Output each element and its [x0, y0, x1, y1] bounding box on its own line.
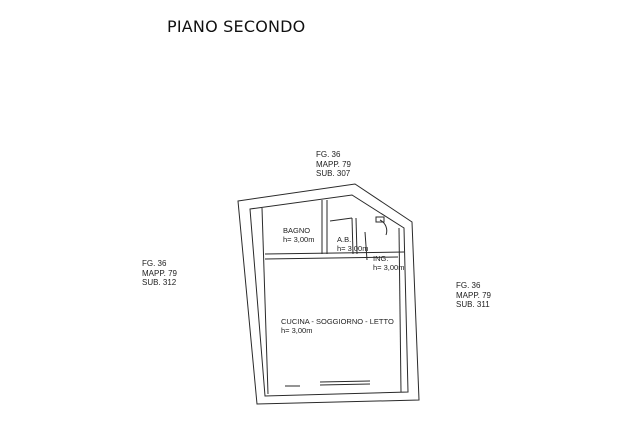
room-cucina: CUCINA - SOGGIORNO - LETTO h= 3,00m	[281, 317, 394, 335]
wall-ab-east-1	[351, 217, 354, 255]
wall-horizontal-top	[264, 251, 405, 255]
room-ing-name: ING.	[373, 254, 389, 263]
neighbor-north: FG. 36 MAPP. 79 SUB. 307	[316, 150, 351, 179]
room-ing: ING. h= 3,00m	[373, 254, 404, 272]
neighbor-east-sub: SUB. 311	[456, 300, 490, 309]
room-ab-height: h= 3,00m	[337, 244, 369, 253]
wall-ing-east	[398, 227, 402, 393]
neighbor-west-fg: FG. 36	[142, 259, 167, 268]
neighbor-west: FG. 36 MAPP. 79 SUB. 312	[142, 259, 177, 288]
room-ing-height: h= 3,00m	[373, 263, 405, 272]
wall-horizontal-bottom	[264, 256, 399, 260]
neighbor-north-mapp: MAPP. 79	[316, 159, 351, 169]
neighbor-west-mapp: MAPP. 79	[142, 268, 177, 278]
outer-wall-inner	[249, 194, 409, 397]
neighbor-east-fg: FG. 36	[456, 281, 481, 290]
room-ab-name: A.B.	[337, 235, 352, 244]
page-title: PIANO SECONDO	[167, 17, 306, 36]
wall-left-inner	[261, 207, 269, 395]
room-bagno-height: h= 3,00m	[283, 235, 315, 244]
door-leaf	[375, 216, 385, 223]
neighbor-east: FG. 36 MAPP. 79 SUB. 311	[456, 281, 491, 310]
room-cucina-height: h= 3,00m	[281, 326, 313, 335]
window-bottom-2	[319, 380, 371, 383]
window-bottom-3	[319, 383, 371, 386]
room-ab: A.B. h= 3,00m	[337, 235, 368, 253]
room-cucina-name: CUCINA - SOGGIORNO - LETTO	[281, 317, 394, 326]
room-bagno: BAGNO h= 3,00m	[283, 226, 314, 244]
wall-ab-top	[329, 217, 353, 222]
neighbor-north-fg: FG. 36	[316, 150, 341, 159]
neighbor-north-sub: SUB. 307	[316, 169, 351, 178]
neighbor-east-mapp: MAPP. 79	[456, 290, 491, 300]
wall-ab-east-2	[355, 217, 358, 255]
wall-ing-west	[364, 231, 368, 261]
outer-wall-outer	[237, 183, 420, 405]
door-swing	[379, 219, 388, 236]
room-bagno-name: BAGNO	[283, 226, 311, 235]
neighbor-west-sub: SUB. 312	[142, 278, 177, 287]
